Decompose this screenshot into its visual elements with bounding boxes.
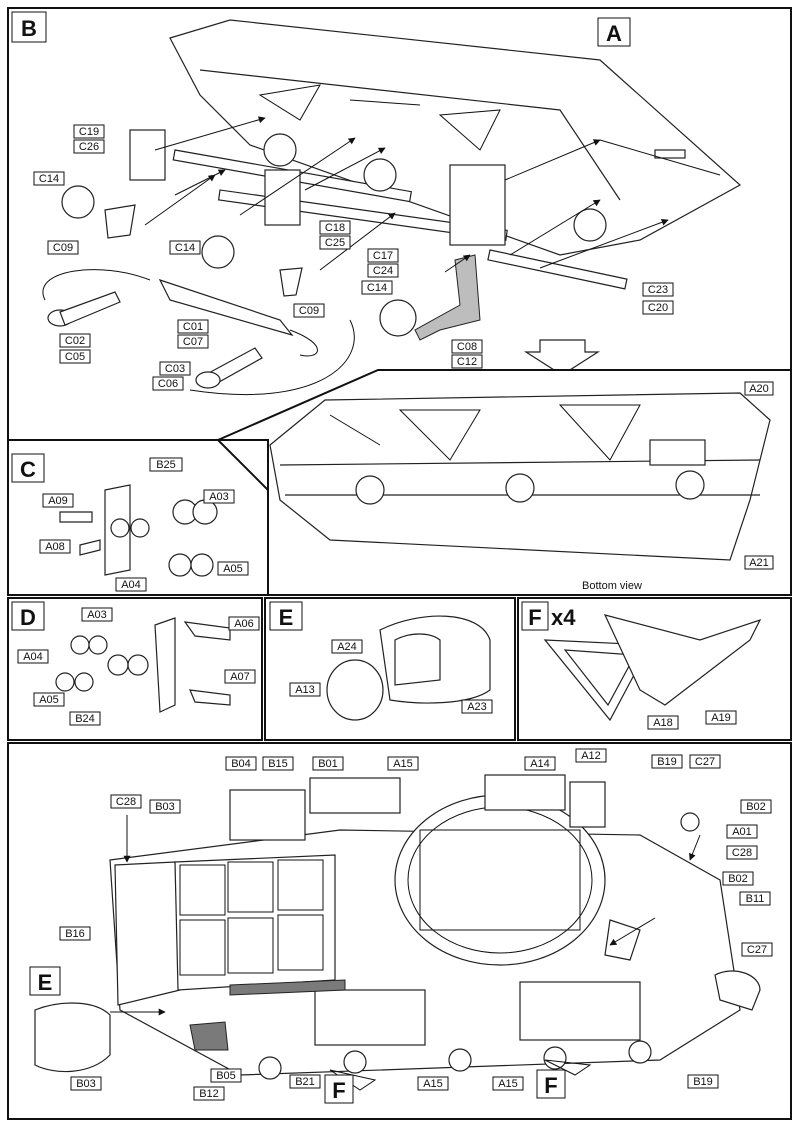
part-label: A08 xyxy=(45,541,65,553)
part-label: A18 xyxy=(653,717,673,729)
part-label: A19 xyxy=(711,712,731,724)
panel-b: B A xyxy=(7,7,792,441)
part-label: A05 xyxy=(223,563,243,575)
part-label: C01 xyxy=(183,321,203,333)
ref-f-tag: F xyxy=(544,1073,557,1098)
part-label: B05 xyxy=(216,1070,236,1082)
part-label: A03 xyxy=(209,491,229,503)
part-label: B04 xyxy=(231,758,251,770)
part-label: A20 xyxy=(749,383,769,395)
part-label: B24 xyxy=(75,713,95,725)
part-label: C14 xyxy=(39,173,59,185)
panel-b-labels: C19 C26 C14 C09 C14 C18 C25 C17 C24 C14 … xyxy=(33,124,674,391)
panel-e: E A24 A13 A23 xyxy=(264,597,516,741)
part-label: C17 xyxy=(373,250,393,262)
main-labels: B04 B15 B01 A15 A14 A12 B19 C27 C28 B03 … xyxy=(59,748,773,1101)
part-label: C28 xyxy=(732,847,752,859)
part-label: B02 xyxy=(746,801,766,813)
part-label: C09 xyxy=(53,242,73,254)
part-label: B25 xyxy=(156,459,176,471)
panel-d-tag: D xyxy=(20,605,36,630)
down-arrow xyxy=(523,339,601,376)
upper-hull-drawing xyxy=(169,19,742,256)
main-assembly-panel: E F F B04 B15 B01 A15 A14 A12 B19 C27 C2… xyxy=(7,742,792,1120)
part-label: B21 xyxy=(295,1076,315,1088)
assembly-arrows xyxy=(144,116,669,273)
part-label: C09 xyxy=(299,305,319,317)
part-label: C03 xyxy=(165,363,185,375)
part-label: C12 xyxy=(457,356,477,368)
part-label: A01 xyxy=(732,826,752,838)
part-label: B15 xyxy=(268,758,288,770)
part-label: C28 xyxy=(116,796,136,808)
part-label: A06 xyxy=(234,618,254,630)
part-label: C18 xyxy=(325,222,345,234)
part-label: C05 xyxy=(65,351,85,363)
part-label: C27 xyxy=(695,756,715,768)
part-label: A15 xyxy=(393,758,413,770)
part-label: C20 xyxy=(648,302,668,314)
bottom-view-panel: A20 A21 Bottom view xyxy=(217,369,792,596)
part-label: B01 xyxy=(318,758,338,770)
part-label: C08 xyxy=(457,341,477,353)
part-label: C14 xyxy=(175,242,195,254)
part-label: C02 xyxy=(65,335,85,347)
part-label: A03 xyxy=(87,609,107,621)
part-label: B19 xyxy=(657,756,677,768)
part-label: A24 xyxy=(337,641,357,653)
part-label: A04 xyxy=(121,579,141,591)
part-label: C19 xyxy=(79,126,99,138)
part-label: B02 xyxy=(728,873,748,885)
part-a-tag: A xyxy=(606,21,622,46)
panel-f-tag: F xyxy=(528,605,541,630)
part-label: A15 xyxy=(423,1078,443,1090)
part-label: A23 xyxy=(467,701,487,713)
part-label: C25 xyxy=(325,237,345,249)
part-label: B11 xyxy=(746,893,765,905)
part-a-tag-box xyxy=(597,17,631,47)
panel-f: F x4 A18 A19 xyxy=(517,597,792,741)
panel-b-tag: B xyxy=(21,16,37,41)
part-label: B03 xyxy=(76,1078,96,1090)
part-label: C07 xyxy=(183,336,203,348)
part-label: C27 xyxy=(747,944,767,956)
panel-f-multiplier: x4 xyxy=(551,605,576,630)
part-label: A15 xyxy=(498,1078,518,1090)
panel-e-tag: E xyxy=(279,605,294,630)
bottom-view-caption: Bottom view xyxy=(582,580,642,592)
hull-top-drawing xyxy=(34,774,761,1091)
panel-c-tag: C xyxy=(20,457,36,482)
part-label: A14 xyxy=(530,758,550,770)
part-label: C23 xyxy=(648,284,668,296)
part-label: A09 xyxy=(48,495,68,507)
part-label: A07 xyxy=(230,671,250,683)
part-label: C24 xyxy=(373,265,393,277)
part-label: C26 xyxy=(79,141,99,153)
part-label: A13 xyxy=(295,684,315,696)
part-label: B12 xyxy=(199,1088,219,1100)
ref-f-tag: F xyxy=(332,1078,345,1103)
suspension-parts xyxy=(42,129,506,395)
panel-b-tag-box xyxy=(11,11,47,43)
part-label: B03 xyxy=(155,801,175,813)
part-label: A21 xyxy=(749,557,769,569)
part-label: C14 xyxy=(367,282,387,294)
ref-e-tag: E xyxy=(38,970,53,995)
main-arrows xyxy=(110,815,701,1016)
panel-d: D A03 A06 A04 A05 A07 B24 xyxy=(7,597,263,741)
part-label: A04 xyxy=(23,651,43,663)
part-label: A05 xyxy=(39,694,59,706)
part-label: B16 xyxy=(65,928,85,940)
part-label: A12 xyxy=(581,750,601,762)
part-label: C06 xyxy=(158,378,178,390)
panel-c: C B25 A09 A03 A08 A04 A05 xyxy=(7,439,269,596)
part-label: B19 xyxy=(693,1076,713,1088)
